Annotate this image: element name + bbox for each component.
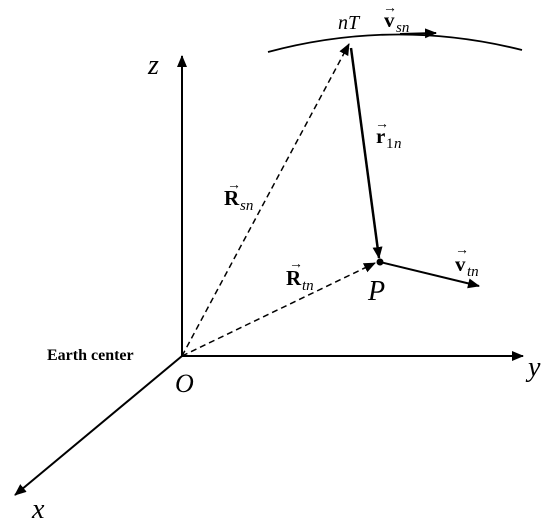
target-point-label: P	[367, 276, 385, 307]
earth-center-caption: Earth center	[47, 347, 134, 364]
satellite-velocity-arrow	[399, 28, 437, 39]
vector-subscript: tn	[467, 264, 479, 280]
satellite-position-vector	[181, 43, 350, 357]
y-axis-label: y	[525, 352, 541, 383]
vector-subscript: sn	[396, 20, 409, 36]
target-position-vector	[181, 262, 376, 357]
vector-letter: R	[286, 266, 302, 290]
label-v-tn: → v tn	[455, 243, 479, 280]
label-R-sn: → R sn	[224, 178, 253, 214]
arrow-accent: →	[375, 117, 389, 132]
vector-subscript: n	[394, 136, 402, 152]
z-axis-label: z	[147, 50, 159, 81]
vector-subscript: tn	[302, 278, 314, 294]
arrow-accent: →	[289, 257, 303, 272]
range-vector	[349, 47, 383, 259]
x-axis-label: x	[31, 494, 45, 525]
target-point	[376, 258, 384, 266]
vector-letter: v	[455, 252, 466, 276]
target-velocity-arrow	[379, 261, 480, 289]
vector-subscript-number: 1	[386, 136, 394, 152]
label-r-1n: → r 1 n	[375, 117, 402, 152]
arrow-accent: →	[227, 178, 241, 193]
label-v-sn: → v sn	[383, 1, 409, 36]
label-R-tn: → R tn	[286, 257, 314, 294]
vector-subscript: sn	[240, 198, 253, 214]
arrow-accent: →	[383, 1, 397, 16]
vector-letter: r	[376, 124, 385, 148]
origin-label: O	[175, 369, 194, 398]
arrow-accent: →	[455, 243, 469, 258]
x-axis	[14, 355, 183, 496]
vector-letter: R	[224, 186, 240, 210]
satellite-point-label: nT	[338, 12, 361, 34]
satellite-orbit-arc	[267, 33, 523, 53]
vector-letter: v	[384, 8, 395, 32]
